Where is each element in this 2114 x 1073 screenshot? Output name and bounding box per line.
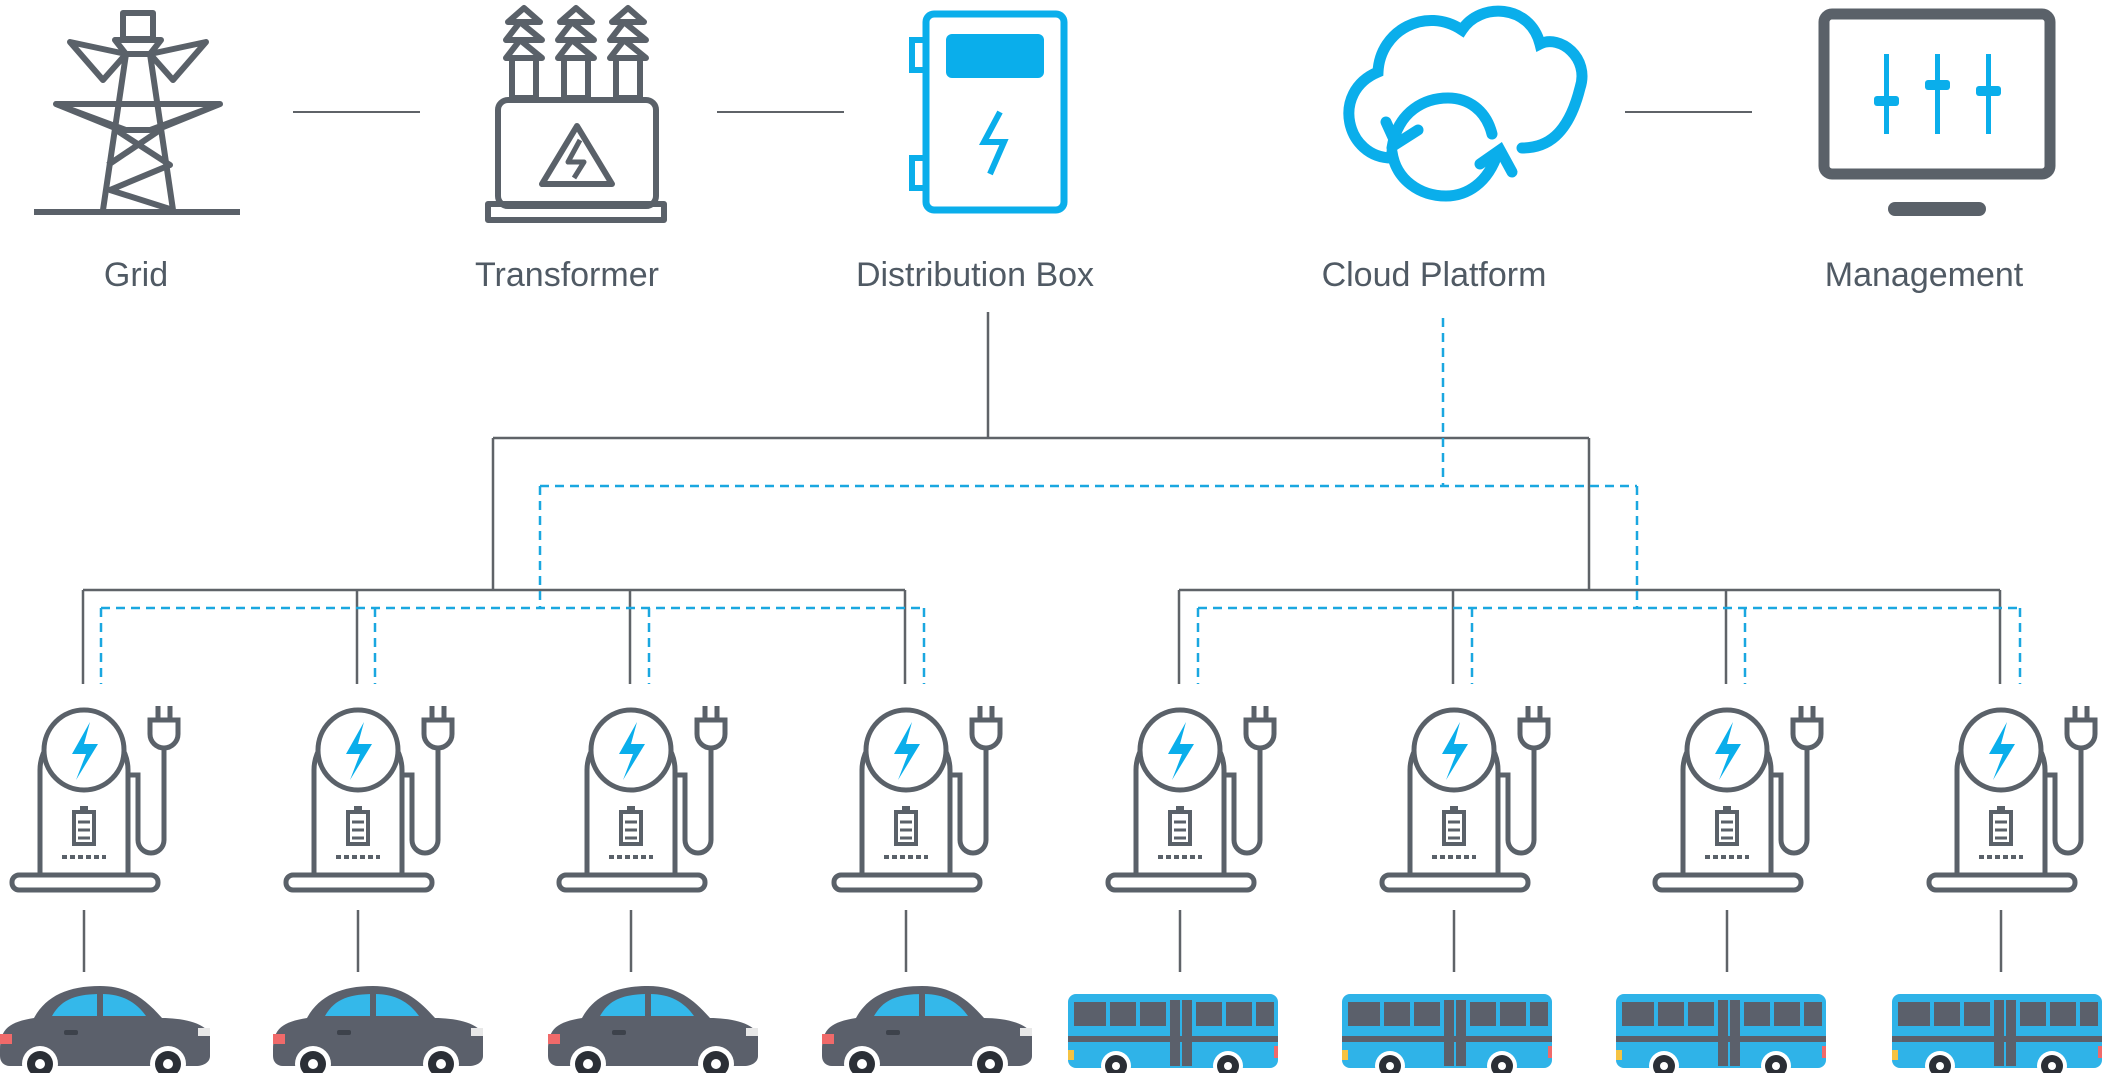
vehicles — [0, 986, 2102, 1073]
car-icon — [273, 986, 483, 1073]
data-network-lines — [99, 318, 2022, 684]
ev-charger-icon — [1929, 706, 2095, 890]
ev-charger-icon — [834, 706, 1000, 890]
car-icon — [548, 986, 758, 1073]
management-label: Management — [1825, 256, 2024, 294]
distribution-box-icon — [909, 10, 1068, 214]
ev-charger-icon — [1108, 706, 1274, 890]
vehicle-connectors — [82, 910, 2003, 972]
bus-icon — [1616, 994, 1826, 1073]
ev-charger-icon — [286, 706, 452, 890]
grid-label: Grid — [104, 256, 168, 294]
bus-icon — [1892, 994, 2102, 1073]
power-network-lines — [81, 312, 2002, 684]
cloud-sync-icon — [1343, 5, 1588, 202]
car-icon — [0, 986, 210, 1073]
monitor-sliders-icon — [1818, 8, 2056, 216]
cloud-platform-label: Cloud Platform — [1322, 256, 1547, 294]
ev-charger-icon — [1655, 706, 1821, 890]
ev-charger-icon — [12, 706, 178, 890]
transformer-label: Transformer — [475, 256, 659, 294]
bus-icon — [1068, 994, 1278, 1073]
car-icon — [822, 986, 1032, 1073]
ev-charger-icon — [559, 706, 725, 890]
ev-charger-icon — [1382, 706, 1548, 890]
transformer-icon — [485, 5, 667, 223]
distribution-box-label: Distribution Box — [856, 256, 1094, 294]
power-tower-icon — [34, 10, 240, 215]
chargers — [12, 706, 2095, 890]
bus-icon — [1342, 994, 1552, 1073]
